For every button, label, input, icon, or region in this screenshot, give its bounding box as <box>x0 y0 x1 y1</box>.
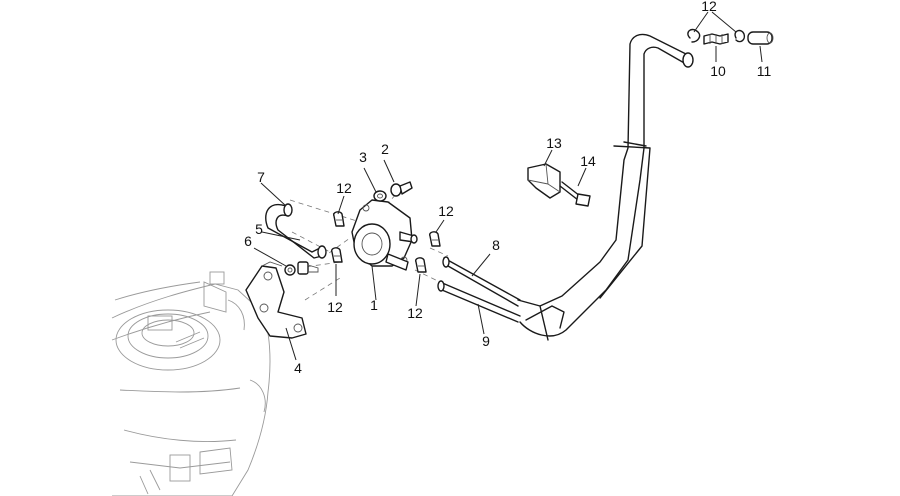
clamp-top-a <box>687 28 701 43</box>
callout-12-right-upper: 12 <box>438 203 454 219</box>
fitting-part-10 <box>703 33 729 45</box>
clamp-upper-left <box>333 211 345 227</box>
callout-14: 14 <box>580 153 596 169</box>
screw-part-2 <box>390 181 413 197</box>
clamp-lower-left <box>331 247 343 263</box>
clamp-top-b <box>734 29 746 43</box>
callout-13: 13 <box>546 135 562 151</box>
callout-4: 4 <box>294 360 302 376</box>
hose-part-9 <box>437 280 521 323</box>
fuel-line-main <box>517 33 694 341</box>
hose-part-8 <box>442 256 521 307</box>
fuel-tank <box>111 271 271 496</box>
callout-6: 6 <box>244 233 252 249</box>
curved-pipe-part-7 <box>265 203 327 259</box>
callout-8: 8 <box>492 237 500 253</box>
callout-12-lower-left: 12 <box>327 299 343 315</box>
callout-5: 5 <box>255 221 263 237</box>
callout-12-upper-left: 12 <box>336 180 352 196</box>
callout-3: 3 <box>359 149 367 165</box>
fuel-pump-part-1 <box>351 199 418 271</box>
cap-part-11 <box>747 31 774 45</box>
clamp-bracket-part-13 <box>527 163 561 199</box>
callout-9: 9 <box>482 333 490 349</box>
callout-1: 1 <box>370 297 378 313</box>
callout-11: 11 <box>757 63 772 79</box>
callout-12-right-lower: 12 <box>407 305 423 321</box>
bracket-part-4 <box>245 261 307 339</box>
callout-2: 2 <box>381 141 389 157</box>
screw-part-6 <box>284 261 319 276</box>
bolt-part-14 <box>559 181 591 207</box>
leader-lines <box>253 11 763 361</box>
callout-12-top: 12 <box>701 0 717 14</box>
callout-labels: 1 2 3 4 5 6 7 8 9 10 11 12 12 12 12 12 1… <box>244 0 771 376</box>
callout-10: 10 <box>710 63 726 79</box>
clamp-right-lower <box>415 257 427 273</box>
washer-part-3 <box>373 190 387 202</box>
callout-7: 7 <box>257 169 265 185</box>
clamp-right-upper <box>429 231 441 247</box>
